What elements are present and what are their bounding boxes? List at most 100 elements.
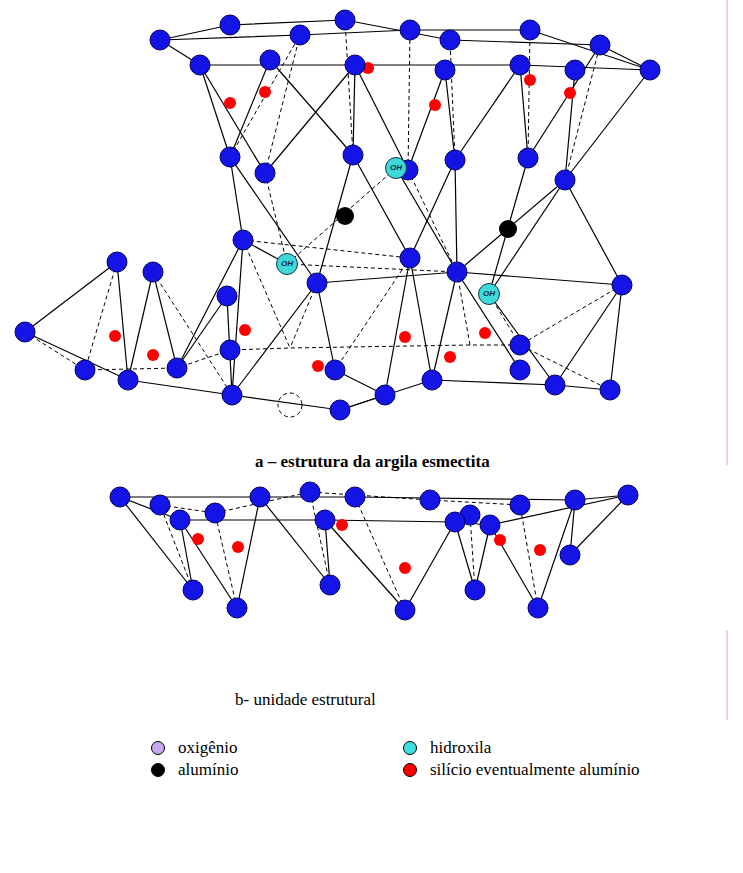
structure-shape: [640, 60, 660, 80]
structure-shape: [222, 385, 242, 405]
structure-shape: [727, 0, 728, 465]
structure-shape: [343, 145, 363, 165]
structure-shape: [494, 534, 506, 546]
structure-shape: [310, 492, 330, 585]
structure-shape: [200, 65, 265, 173]
aluminium-atoms: [336, 207, 517, 238]
atom-label: OH: [483, 290, 495, 298]
structure-shape: [432, 272, 457, 380]
structure-shape: [128, 272, 153, 380]
structure-shape: [260, 497, 330, 585]
structure-shape: [355, 497, 405, 610]
structure-shape: [385, 258, 410, 395]
structure-shape: [345, 55, 365, 75]
structure-shape: [260, 50, 280, 70]
structure-shape: [290, 25, 310, 45]
hidden-edges: [230, 20, 600, 180]
structure-shape: [220, 15, 240, 35]
structure-shape: [489, 180, 565, 294]
structure-shape: [317, 283, 335, 370]
structure-shape: [447, 262, 467, 282]
structure-shape: [290, 283, 317, 348]
structure-shape: [555, 170, 575, 190]
hydroxyl-atom: OH: [276, 253, 298, 275]
structure-shape: [399, 331, 411, 343]
structure-shape: [15, 322, 35, 342]
structure-shape: [118, 370, 138, 390]
structure-shape: [612, 275, 632, 295]
structure-shape: [312, 360, 324, 372]
structure-shape: [375, 385, 395, 405]
structure-shape: [518, 148, 538, 168]
legend-swatch: [403, 763, 417, 777]
structure-shape: [237, 497, 260, 608]
structure-shape: [243, 240, 410, 258]
structure-shape: [335, 258, 410, 370]
tetrahedral-edges: [120, 495, 628, 610]
structure-shape: [565, 180, 622, 285]
structure-shape: [192, 533, 204, 545]
structure-shape: [435, 60, 455, 80]
structure-shape: [600, 380, 620, 400]
margin-rule: [727, 0, 728, 720]
structure-shape: [420, 490, 440, 510]
structure-shape: [205, 503, 225, 523]
structure-shape: [457, 272, 520, 370]
structure-shape: [480, 515, 500, 535]
structure-shape: [287, 264, 457, 272]
structure-shape: [150, 495, 170, 515]
structure-shape: [528, 30, 530, 158]
structure-shape: [410, 258, 432, 380]
structure-shape: [457, 272, 622, 285]
structure-shape: [408, 30, 410, 170]
structure-shape: [510, 495, 530, 515]
structure-shape: [565, 70, 575, 180]
legend-swatch: [403, 741, 417, 755]
structure-shape: [177, 296, 227, 368]
structure-shape: [230, 157, 317, 283]
structure-shape: [160, 505, 193, 590]
structure-shape: [75, 360, 95, 380]
structure-shape: [270, 60, 353, 155]
legend-text: alumínio: [178, 760, 238, 780]
structure-shape: [399, 562, 411, 574]
structure-shape: [400, 20, 420, 40]
structure-shape: [560, 545, 580, 565]
structure-shape: [400, 248, 420, 268]
structure-shape: [217, 286, 237, 306]
atom-label: OH: [390, 164, 402, 172]
structure-shape: [317, 272, 457, 283]
atom-label: OH: [281, 260, 293, 268]
structure-shape: [445, 150, 465, 170]
structure-shape: [320, 575, 340, 595]
structure-shape: [489, 294, 555, 385]
structure-shape: [232, 541, 244, 553]
structure-shape: [250, 487, 270, 507]
structure-shape: [534, 544, 546, 556]
structure-shape: [232, 240, 243, 395]
structure-shape: [230, 60, 270, 157]
structure-shape: [120, 495, 628, 500]
structure-shape: [167, 358, 187, 378]
structure-shape: [109, 330, 121, 342]
structure-shape: [117, 262, 128, 380]
structure-shape: [499, 220, 517, 238]
structure-shape: [450, 40, 455, 160]
structure-shape: [200, 65, 230, 157]
structure-shape: [565, 70, 650, 180]
structure-shape: [564, 87, 576, 99]
structure-shape: [455, 522, 475, 590]
structure-shape: [510, 335, 530, 355]
structure-shape: [317, 155, 353, 283]
structure-shape: [565, 60, 585, 80]
structure-shape: [353, 65, 355, 155]
structure-shape: [590, 35, 610, 55]
structure-shape: [143, 262, 163, 282]
structure-shape: [255, 163, 275, 183]
legend-text: hidroxila: [430, 738, 491, 758]
structure-shape: [353, 155, 410, 258]
structure-shape: [429, 99, 441, 111]
structure-shape: [220, 147, 240, 167]
structure-shape: [230, 35, 300, 157]
